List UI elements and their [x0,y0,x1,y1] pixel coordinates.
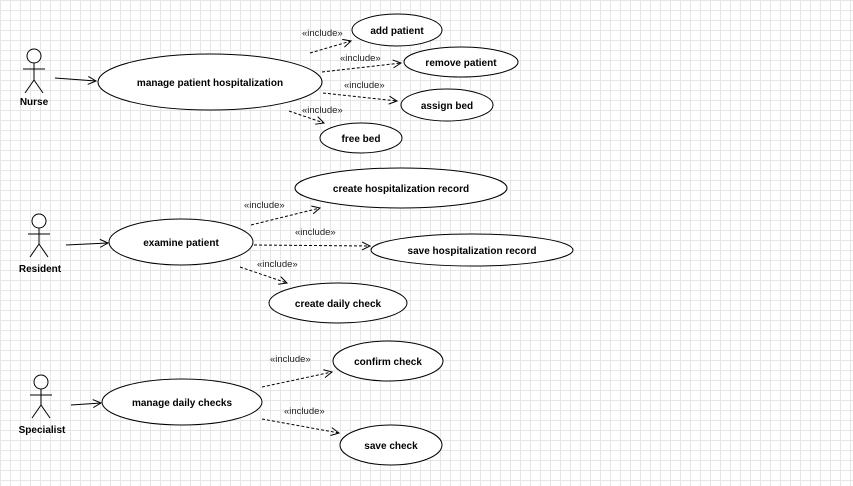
include-label: «include» [244,200,285,211]
include-arrow-create-hospitalization-record [250,208,320,226]
include-label: «include» [284,406,325,417]
use-case-label: examine patient [143,238,219,249]
use-case-label: confirm check [354,357,422,368]
use-case-remove-patient[interactable]: remove patient [403,46,519,78]
use-case-confirm-check[interactable]: confirm check [332,340,444,382]
actor-resident[interactable]: Resident [19,213,62,275]
include-label: «include» [257,259,298,270]
use-case-manage-daily-checks[interactable]: manage daily checks [101,378,263,426]
include-label: «include» [270,354,311,365]
include-arrow-assign-bed [322,92,397,101]
association-nurse-manage-hospitalization [54,78,96,81]
include-arrow-save-hospitalization-record [253,245,370,246]
include-arrow-add-patient [309,41,351,54]
use-case-assign-bed[interactable]: assign bed [400,88,494,122]
use-case-label: remove patient [425,58,497,69]
use-case-label: save hospitalization record [408,246,537,257]
use-case-add-patient[interactable]: add patient [351,13,443,47]
use-case-label: free bed [342,134,381,145]
use-case-label: save check [364,441,418,452]
include-arrow-save-check [261,418,339,433]
include-arrow-free-bed [288,110,324,123]
association-specialist-manage-daily-checks [70,403,101,405]
actor-nurse[interactable]: Nurse [20,48,49,108]
include-label: «include» [295,227,336,238]
use-case-label: manage daily checks [132,398,232,409]
include-arrow-confirm-check [261,372,332,388]
use-case-save-hospitalization-record[interactable]: save hospitalization record [370,233,574,267]
use-case-label: assign bed [421,101,473,112]
include-label: «include» [344,80,385,91]
use-case-examine-patient[interactable]: examine patient [108,218,254,266]
include-arrow-remove-patient [321,63,401,73]
association-resident-examine-patient [65,243,108,245]
use-case-save-check[interactable]: save check [339,424,443,466]
actor-specialist[interactable]: Specialist [19,374,66,436]
use-case-create-daily-check[interactable]: create daily check [268,282,408,324]
use-case-label: manage patient hospitalization [137,78,283,89]
use-case-free-bed[interactable]: free bed [319,122,403,154]
actor-label-nurse: Nurse [20,97,49,108]
include-label: «include» [340,53,381,64]
use-case-label: create daily check [295,299,382,310]
actor-label-resident: Resident [19,264,62,275]
actor-label-specialist: Specialist [19,425,66,436]
include-arrow-create-daily-check [239,266,287,283]
use-case-label: add patient [370,26,424,37]
include-label: «include» [302,105,343,116]
use-case-create-hospitalization-record[interactable]: create hospitalization record [294,167,508,209]
include-label: «include» [302,28,343,39]
use-case-label: create hospitalization record [333,184,469,195]
use-case-manage-patient-hospitalization[interactable]: manage patient hospitalization [97,53,323,111]
